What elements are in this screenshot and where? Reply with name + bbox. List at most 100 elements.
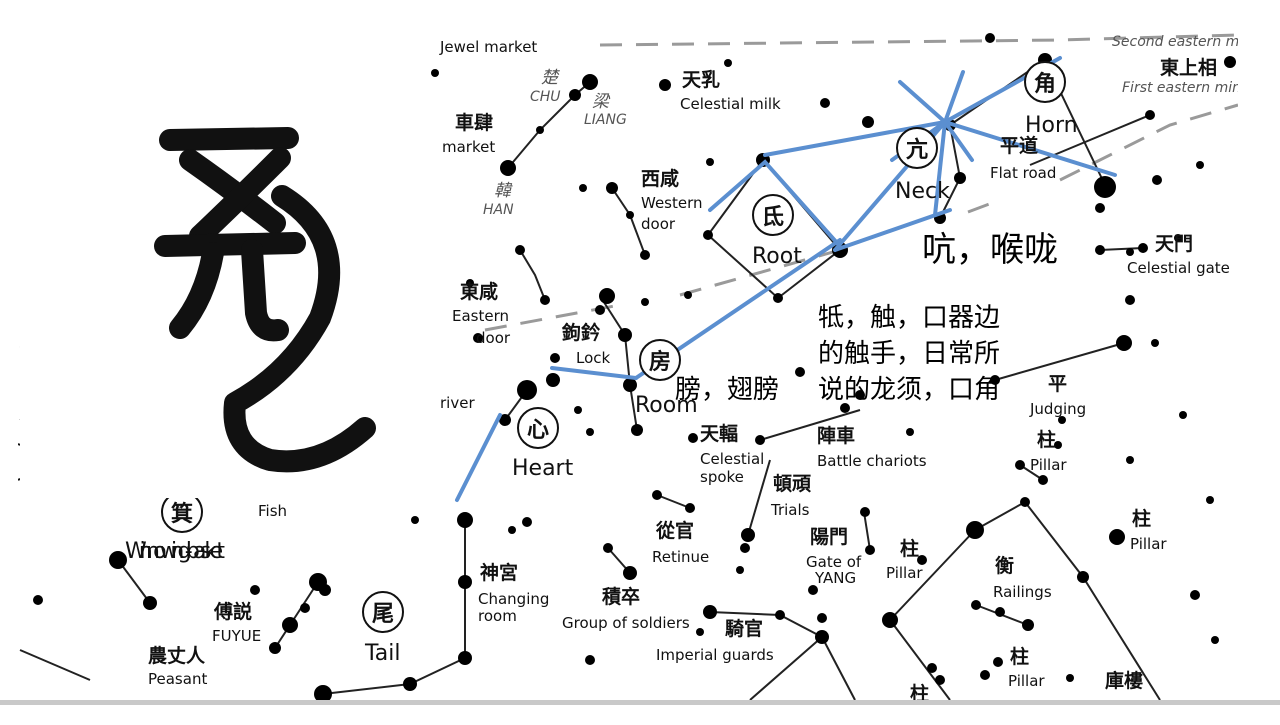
svg-text:Imperial guards: Imperial guards — [656, 646, 774, 664]
svg-text:Pillar: Pillar — [1008, 672, 1045, 690]
svg-text:心: 心 — [527, 418, 549, 443]
svg-text:柱: 柱 — [910, 682, 929, 705]
svg-text:Celestial milk: Celestial milk — [680, 95, 781, 113]
svg-text:Jewel market: Jewel market — [439, 38, 537, 56]
bottom-bar — [0, 700, 1280, 725]
annotation-neck: 吭，喉咙 — [922, 230, 1058, 270]
svg-text:積卒: 積卒 — [602, 585, 640, 608]
svg-text:柱: 柱 — [1010, 645, 1029, 668]
svg-text:Root: Root — [752, 244, 802, 269]
svg-text:market: market — [442, 138, 495, 156]
svg-text:柱: 柱 — [1037, 428, 1056, 451]
svg-text:柱: 柱 — [1132, 507, 1151, 530]
annotation-room: 膀，翅膀 — [675, 375, 780, 405]
right-margin — [1238, 0, 1280, 720]
svg-text:楚: 楚 — [541, 68, 560, 88]
mansion-tail: 尾 Tail — [362, 591, 404, 666]
svg-text:Railings: Railings — [993, 583, 1052, 601]
svg-text:Peasant: Peasant — [148, 670, 207, 688]
svg-text:Winnowing-basket: Winnowing-basket — [125, 539, 225, 564]
svg-text:room: room — [478, 607, 517, 625]
svg-text:Neck: Neck — [895, 179, 950, 204]
annotation-root: 牴，触，口器边 的触手，日常所 说的龙须，口角 — [818, 300, 1053, 408]
svg-text:亢: 亢 — [906, 137, 928, 163]
svg-text:東上相: 東上相 — [1160, 56, 1217, 79]
svg-text:東咸: 東咸 — [460, 280, 498, 303]
svg-text:陽門: 陽門 — [810, 526, 848, 548]
svg-text:Gate of: Gate of — [806, 553, 862, 571]
svg-text:農丈人: 農丈人 — [148, 645, 206, 667]
svg-text:西咸: 西咸 — [641, 167, 679, 190]
annotation-root-line: 说的龙须，口角 — [818, 375, 1001, 405]
svg-text:door: door — [476, 329, 511, 347]
svg-text:Lock: Lock — [576, 349, 611, 367]
svg-text:HAN: HAN — [483, 202, 514, 218]
svg-text:梁: 梁 — [592, 92, 611, 112]
svg-text:衡: 衡 — [995, 554, 1014, 577]
svg-text:從官: 從官 — [655, 519, 694, 542]
svg-text:房: 房 — [649, 349, 671, 375]
svg-text:spoke: spoke — [700, 468, 744, 486]
svg-text:Flat road: Flat road — [990, 164, 1056, 182]
svg-text:傅説: 傅説 — [213, 600, 252, 623]
svg-text:Retinue: Retinue — [652, 548, 709, 566]
annotation-root-line: 的触手，日常所 — [818, 339, 1001, 369]
mansion-neck: 亢 Neck — [895, 127, 950, 204]
mansion-root: 氐 Root — [752, 194, 802, 269]
mansion-horn: 角 Horn — [1024, 61, 1078, 138]
svg-text:river: river — [440, 394, 475, 412]
mansion-heart: 心 Heart — [512, 407, 574, 481]
svg-text:Pillar: Pillar — [1030, 456, 1067, 474]
svg-text:Pillar: Pillar — [886, 564, 923, 582]
svg-text:Horn: Horn — [1025, 113, 1078, 138]
svg-text:Judging: Judging — [1029, 400, 1086, 418]
svg-text:Tail: Tail — [364, 641, 401, 666]
constellation-labels: Jewel market Second eastern minister 東上相… — [148, 34, 1280, 705]
svg-text:柱: 柱 — [900, 537, 919, 560]
seal-glyph-image — [100, 108, 380, 486]
svg-text:Western: Western — [641, 194, 703, 212]
svg-text:氐: 氐 — [762, 205, 784, 230]
svg-text:騎官: 騎官 — [725, 617, 763, 640]
svg-text:Battle chariots: Battle chariots — [817, 452, 927, 470]
svg-text:頓頑: 頓頑 — [773, 472, 812, 495]
svg-text:Celestial: Celestial — [700, 450, 764, 468]
stars — [33, 33, 1236, 703]
svg-text:陣車: 陣車 — [817, 424, 855, 447]
mansion-markers: 角 Horn 亢 Neck 氐 Root 房 Room 心 Heart 尾 Ta… — [0, 61, 1078, 666]
seal-glyph-panel — [20, 28, 418, 498]
svg-text:平道: 平道 — [1000, 134, 1038, 157]
svg-text:Pillar: Pillar — [1130, 535, 1167, 553]
svg-text:YANG: YANG — [814, 569, 856, 587]
annotation-root-line: 牴，触，口器边 — [818, 303, 1001, 333]
mansion-room: 房 Room — [635, 339, 698, 418]
svg-text:LIANG: LIANG — [584, 112, 627, 128]
svg-text:天輻: 天輻 — [700, 423, 738, 445]
svg-text:Trials: Trials — [770, 501, 810, 519]
svg-text:箕: 箕 — [171, 501, 193, 527]
svg-text:鉤鈐: 鉤鈐 — [561, 321, 601, 344]
left-margin — [0, 0, 18, 720]
svg-text:CHU: CHU — [530, 89, 561, 105]
svg-text:FUYUE: FUYUE — [212, 627, 261, 645]
svg-text:韓: 韓 — [494, 181, 513, 201]
svg-text:Eastern: Eastern — [452, 307, 509, 325]
svg-text:Heart: Heart — [512, 456, 574, 481]
svg-text:車肆: 車肆 — [455, 111, 493, 134]
svg-text:Fish: Fish — [258, 502, 287, 520]
svg-text:尾: 尾 — [372, 602, 394, 627]
svg-text:Room: Room — [635, 393, 698, 418]
svg-text:平: 平 — [1048, 373, 1067, 395]
svg-text:door: door — [641, 215, 676, 233]
svg-text:天門: 天門 — [1155, 233, 1193, 255]
svg-text:庫樓: 庫樓 — [1105, 669, 1143, 692]
svg-text:天乳: 天乳 — [682, 68, 720, 91]
svg-text:Group of soldiers: Group of soldiers — [562, 614, 690, 632]
mansion-winnowing-basket: 箕 Winnowing-basket — [125, 491, 225, 564]
svg-text:Celestial gate: Celestial gate — [1127, 259, 1230, 277]
svg-text:角: 角 — [1034, 71, 1056, 97]
svg-text:Changing: Changing — [478, 590, 549, 608]
svg-text:神宮: 神宮 — [480, 561, 518, 584]
